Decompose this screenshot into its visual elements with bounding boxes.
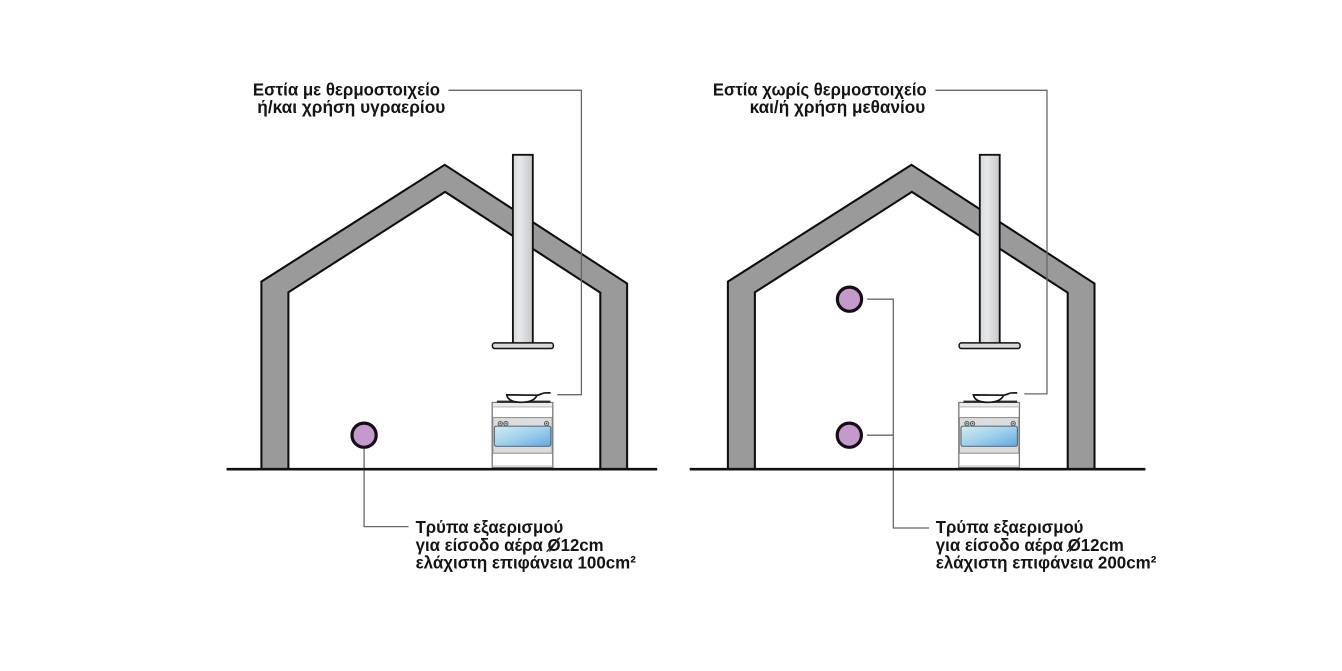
svg-text:για είσοδο αέρα Ø12cm: για είσοδο αέρα Ø12cm (936, 535, 1124, 555)
svg-text:Τρύπα εξαερισμού: Τρύπα εξαερισμού (416, 517, 564, 537)
svg-text:Εστία με θερμοστοιχείο: Εστία με θερμοστοιχείο (253, 80, 440, 100)
svg-text:Τρύπα εξαερισμού: Τρύπα εξαερισμού (936, 517, 1084, 537)
svg-text:ελάχιστη επιφάνεια 100cm²: ελάχιστη επιφάνεια 100cm² (416, 552, 637, 572)
svg-text:και/ή χρήση μεθανίου: και/ή χρήση μεθανίου (750, 97, 926, 117)
svg-text:για είσοδο αέρα Ø12cm: για είσοδο αέρα Ø12cm (416, 535, 604, 555)
svg-text:Εστία χωρίς θερμοστοιχείο: Εστία χωρίς θερμοστοιχείο (713, 80, 927, 100)
svg-text:ή/και χρήση υγραερίου: ή/και χρήση υγραερίου (257, 97, 445, 117)
svg-text:ελάχιστη επιφάνεια 200cm²: ελάχιστη επιφάνεια 200cm² (936, 552, 1157, 572)
